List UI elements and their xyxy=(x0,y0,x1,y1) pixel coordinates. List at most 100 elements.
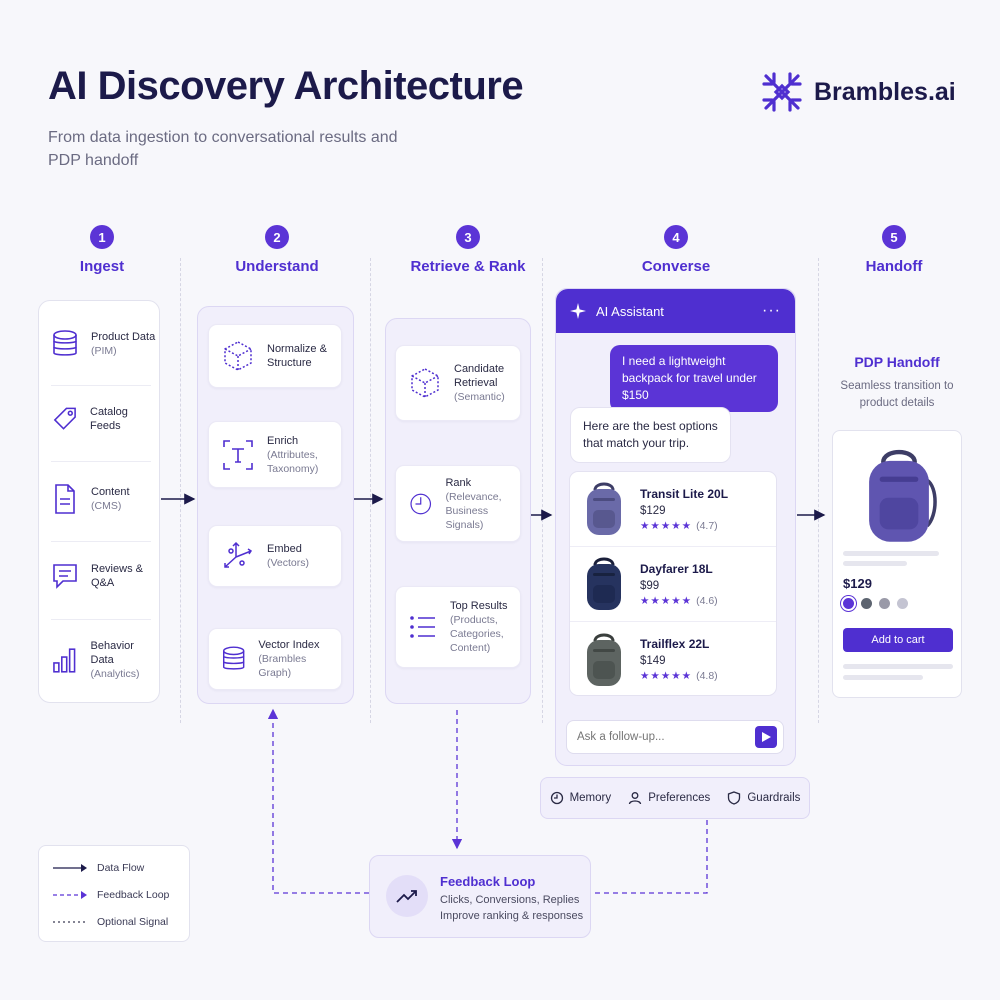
solid-arrow-icon xyxy=(53,864,87,872)
retrieve-rank-card: Rank(Relevance,Business Signals) xyxy=(395,465,521,542)
feedback-loop-box: Feedback Loop Clicks, Conversions, Repli… xyxy=(369,855,591,938)
list-icon xyxy=(410,616,435,638)
feedback-line-1: Clicks, Conversions, Replies xyxy=(440,894,580,906)
cube-icon xyxy=(411,368,439,398)
product-card[interactable]: Dayfarer 18L $99 ★★★★★(4.6) xyxy=(570,547,776,622)
feature-preferences: Preferences xyxy=(628,791,710,805)
dotted-line-icon xyxy=(53,921,87,923)
star-rating: ★★★★★ xyxy=(640,670,693,682)
follow-up-input-wrap xyxy=(566,720,784,754)
assistant-header: AI Assistant ··· xyxy=(556,289,795,333)
clock-icon xyxy=(410,493,432,514)
handoff-title: PDP Handoff xyxy=(854,354,940,370)
converse-to-feedback xyxy=(592,820,708,894)
page-title: AI Discovery Architecture xyxy=(48,64,524,108)
vector-axes-icon xyxy=(224,541,253,568)
ingest-behavior-data: Behavior Data(Analytics) xyxy=(39,639,159,681)
brand-logo: Brambles.ai xyxy=(760,70,956,114)
color-swatches xyxy=(843,598,908,609)
dashed-arrow-icon xyxy=(53,891,87,899)
send-icon xyxy=(762,732,771,742)
ingest-panel: Product Data(PIM) Catalog Feeds Content(… xyxy=(38,300,160,703)
assistant-message: Here are the best options that match you… xyxy=(570,407,731,463)
ingest-catalog-feeds: Catalog Feeds xyxy=(39,404,159,434)
step-1-label: Ingest xyxy=(79,258,125,275)
database-icon xyxy=(53,330,77,356)
handoff-subtitle: Seamless transition to product details xyxy=(840,380,954,409)
backpack-image xyxy=(587,557,621,610)
brambles-logo-icon xyxy=(762,72,802,112)
product-card[interactable]: Transit Lite 20L $129 ★★★★★(4.7) xyxy=(570,472,776,547)
step-2-number: 2 xyxy=(265,225,289,249)
shield-icon xyxy=(728,791,741,805)
color-swatch[interactable] xyxy=(861,598,872,609)
assistant-features: Memory Preferences Guardrails xyxy=(540,777,810,819)
placeholder-line xyxy=(843,561,907,566)
pdp-card: $129 Add to cart xyxy=(832,430,962,698)
assistant-title: AI Assistant xyxy=(596,303,664,319)
color-swatch[interactable] xyxy=(843,598,854,609)
feature-guardrails: Guardrails xyxy=(727,791,800,805)
understand-embed-card: Embed(Vectors) xyxy=(208,525,342,587)
clock-icon xyxy=(550,791,563,805)
backpack-image xyxy=(587,482,621,535)
feature-memory: Memory xyxy=(550,791,611,805)
trend-icon-badge xyxy=(386,875,428,917)
user-icon xyxy=(629,792,642,805)
send-button[interactable] xyxy=(755,726,777,748)
feedback-title: Feedback Loop xyxy=(440,874,536,889)
step-5-number: 5 xyxy=(882,225,906,249)
product-results-list: Transit Lite 20L $129 ★★★★★(4.7) Dayfare… xyxy=(569,471,777,696)
trend-up-icon xyxy=(396,890,417,903)
tag-icon xyxy=(53,407,76,430)
understand-normalize-card: Normalize &Structure xyxy=(208,324,342,388)
backpack-image xyxy=(587,633,621,686)
product-card[interactable]: Trailflex 22L $149 ★★★★★(4.8) xyxy=(570,622,776,697)
more-menu-icon[interactable]: ··· xyxy=(762,302,781,319)
legend-feedback-loop: Feedback Loop xyxy=(53,889,169,901)
placeholder-line xyxy=(843,675,923,680)
step-3-number: 3 xyxy=(456,225,480,249)
cube-icon xyxy=(224,341,252,371)
step-3-label: Retrieve & Rank xyxy=(410,258,526,275)
document-icon xyxy=(55,484,75,514)
understand-vector-index-card: Vector Index(Brambles Graph) xyxy=(208,628,342,690)
backpack-image xyxy=(869,449,937,542)
feedback-line-2: Improve ranking & responses xyxy=(440,910,584,922)
brand-name: Brambles.ai xyxy=(814,77,956,106)
understand-enrich-card: Enrich(Attributes,Taxonomy) xyxy=(208,421,342,488)
ingest-content: Content(CMS) xyxy=(39,483,159,515)
page-subtitle: From data ingestion to conversational re… xyxy=(48,129,398,169)
legend-optional-signal: Optional Signal xyxy=(53,916,168,928)
step-5-label: Handoff xyxy=(865,258,923,275)
ingest-reviews: Reviews &Q&A xyxy=(39,561,159,591)
color-swatch[interactable] xyxy=(879,598,890,609)
star-rating: ★★★★★ xyxy=(640,519,693,532)
database-icon xyxy=(222,646,245,670)
star-rating: ★★★★★ xyxy=(640,594,693,607)
add-to-cart-button[interactable]: Add to cart xyxy=(843,628,953,652)
step-1-number: 1 xyxy=(90,225,114,249)
text-frame-icon xyxy=(223,439,253,470)
step-4-number: 4 xyxy=(664,225,688,249)
legend-data-flow: Data Flow xyxy=(53,862,144,874)
column-divider xyxy=(818,258,819,723)
bar-chart-icon xyxy=(53,648,76,673)
placeholder-line xyxy=(843,551,939,556)
column-divider xyxy=(180,258,181,723)
ingest-product-data: Product Data(PIM) xyxy=(39,329,159,359)
legend: Data Flow Feedback Loop Optional Signal xyxy=(38,845,190,942)
column-divider xyxy=(370,258,371,723)
retrieve-top-results-card: Top Results(Products,Categories,Content) xyxy=(395,586,521,668)
user-message: I need a lightweight backpack for travel… xyxy=(610,345,778,412)
step-4-label: Converse xyxy=(641,258,711,275)
color-swatch[interactable] xyxy=(897,598,908,609)
sparkle-icon xyxy=(570,303,586,319)
chat-icon xyxy=(53,564,77,589)
step-2-label: Understand xyxy=(235,258,319,275)
feedback-to-understand xyxy=(267,708,369,894)
pdp-price: $129 xyxy=(843,576,872,591)
follow-up-input[interactable] xyxy=(577,727,747,747)
placeholder-line xyxy=(843,664,953,669)
